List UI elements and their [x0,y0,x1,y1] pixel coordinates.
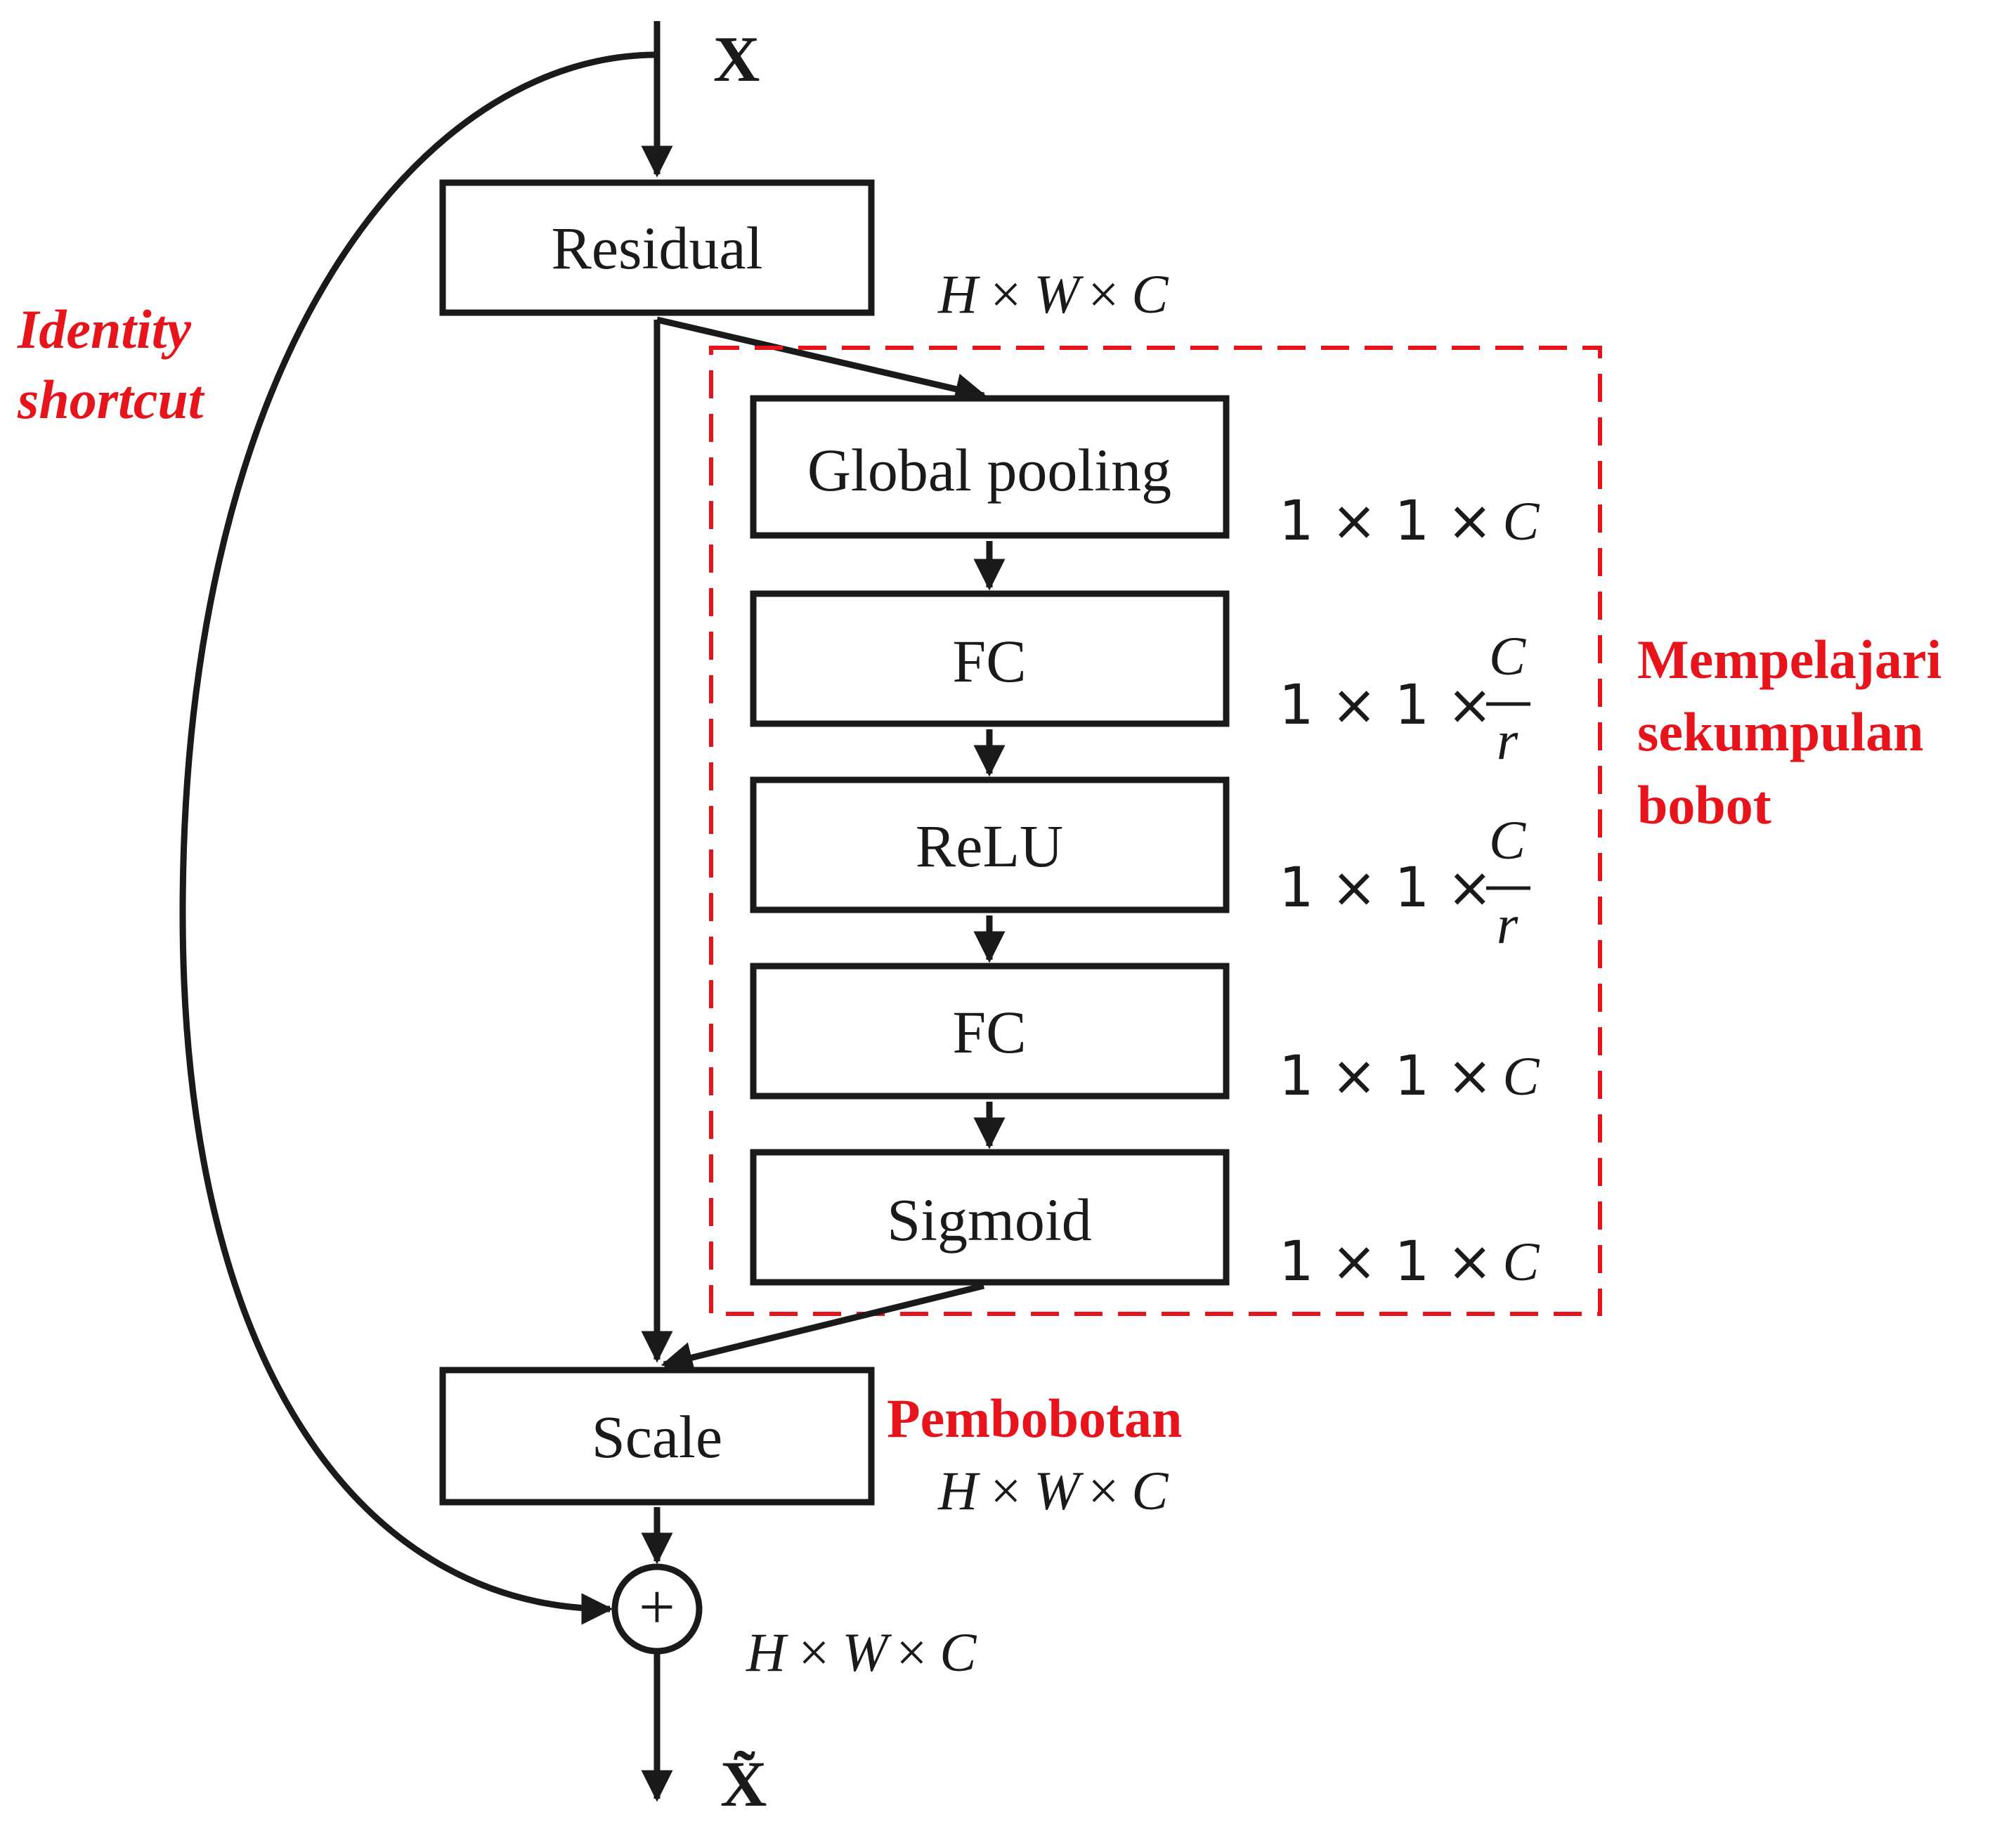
fc1-label: FC [952,627,1026,695]
sum-node [611,1563,703,1655]
scale-label: Scale [592,1403,722,1471]
relu-dim-numerator: C [1489,809,1526,871]
sigmoid-dim: 1 × 1 ×C [1279,1230,1540,1294]
branch-arrow-out [661,1282,985,1374]
fc1-dim: 1 × 1 × [1279,674,1493,737]
relu-dim: 1 × 1 × [1279,856,1493,920]
scale-dim: H×W×C [937,1460,1169,1521]
residual-box [439,179,875,316]
identity-shortcut-curve [179,51,658,1625]
input-label: X [713,23,760,95]
learning-label: Mempelajari [1637,629,1942,690]
relu-label: ReLU [916,812,1063,880]
learning-label-line3: bobot [1637,774,1771,835]
fc2-dim: 1 × 1 ×C [1279,1045,1540,1108]
fc2-box [750,963,1230,1100]
identity-shortcut-label-line2: shortcut [17,369,205,430]
global-pooling-dim: 1 × 1 ×C [1279,490,1540,553]
branch-arrow-in [656,316,987,405]
identity-shortcut-label: Identity [17,299,191,360]
plus-icon: + [639,1571,675,1643]
sigmoid-box [750,1149,1230,1286]
residual-label: Residual [552,214,763,282]
fc1-dim-denominator: r [1497,710,1518,771]
sigmoid-label: Sigmoid [887,1186,1092,1253]
relu-dim-denominator: r [1497,894,1518,955]
fc1-box [750,590,1230,727]
global-pooling-label: Global pooling [807,436,1171,504]
learning-label-line2: sekumpulan [1637,701,1924,762]
sum-dim: H×W×C [746,1622,977,1683]
relu-box [750,776,1230,913]
scale-box [439,1367,875,1506]
global-pooling-box [750,395,1230,539]
fc2-label: FC [952,998,1026,1066]
weight-learning-region [709,346,1602,1316]
fc1-dim-numerator: C [1489,625,1526,686]
weighting-label: Pembobotan [887,1388,1182,1449]
output-label: X̃ [720,1748,767,1820]
residual-dim: H×W×C [937,263,1169,325]
